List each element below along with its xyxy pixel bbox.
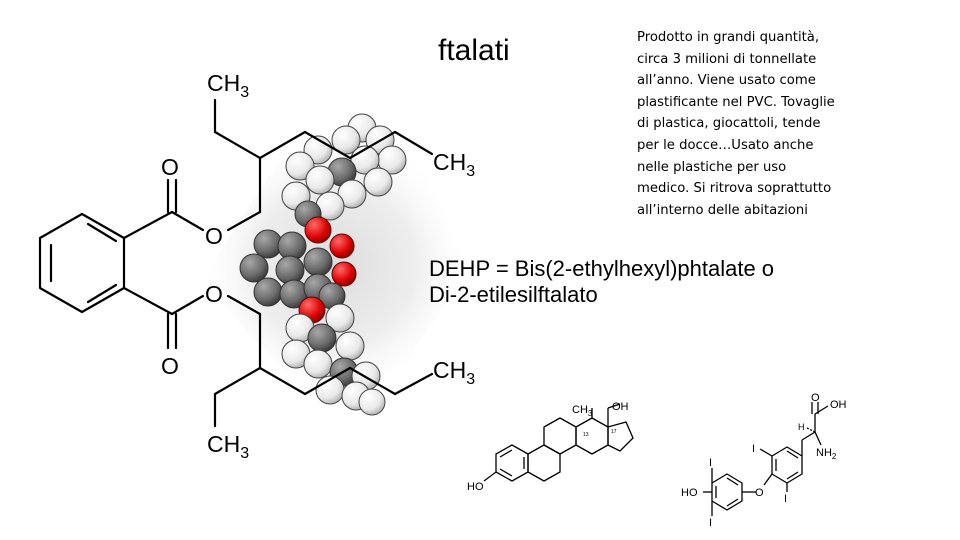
bond [303, 366, 352, 396]
hydrogen-label: H [798, 422, 805, 432]
ring-double-bond [86, 222, 118, 243]
slide-title: ftalati [438, 34, 510, 67]
oxygen-label: O [205, 281, 223, 307]
bond [258, 130, 307, 160]
ester-bond [170, 210, 205, 232]
bond [483, 471, 497, 482]
bond [258, 366, 307, 396]
ring-double-bond [726, 498, 739, 507]
hydrogen-atom [325, 303, 355, 333]
description-line: all’interno delle abitazioni [637, 202, 808, 218]
ho-label: HO [681, 487, 698, 499]
ring-double-bond [786, 471, 799, 480]
bond [393, 130, 434, 156]
ch3-label: CH3 [207, 431, 249, 462]
stereo-bond [806, 427, 816, 433]
description-line: circa 3 milioni di tonnellate [637, 51, 817, 67]
iodine-label: I [752, 443, 755, 455]
oxygen-atom [331, 261, 357, 287]
ring-double-bond [726, 477, 739, 486]
compound-name-line: Di-2-etilesilftalato [429, 282, 598, 307]
ring-e [607, 421, 634, 452]
description-line: di plastica, giocattoli, tende [637, 116, 821, 132]
oxygen-atom [329, 233, 355, 259]
hydrogen-atom [305, 165, 335, 195]
description-line: per le docce…Usato anche [637, 137, 814, 153]
bond [122, 210, 174, 240]
oh-label: OH [612, 401, 629, 413]
ring-double-bond [86, 283, 118, 304]
bond [759, 448, 773, 457]
oxygen-label: O [161, 154, 179, 180]
ring-double-bond [499, 468, 513, 477]
description-line: nelle plastiche per uso [637, 159, 787, 175]
bond [213, 366, 262, 396]
compound-name: DEHP = Bis(2-ethylhexyl)phtalate o Di-2-… [429, 256, 774, 308]
ch3-label: CH3 [433, 357, 475, 388]
bond [348, 366, 397, 396]
bond [303, 130, 352, 160]
bond [393, 372, 434, 396]
bond [607, 403, 621, 409]
compound-name-line: DEHP = Bis(2-ethylhexyl)phtalate o [429, 256, 775, 281]
description-line: plastificante nel PVC. Tovaglie [637, 94, 835, 110]
ch3-label: CH3 [433, 149, 475, 180]
hydrogen-atom [358, 388, 386, 416]
bond [801, 431, 816, 441]
ester-bond [170, 294, 205, 316]
description-line: Prodotto in grandi quantità, [637, 30, 820, 45]
bond [122, 286, 174, 316]
ring-double-bond [499, 449, 513, 458]
model-shadow [200, 130, 470, 400]
oxygen-label: O [205, 223, 223, 249]
carboxyl-oh-label: OH [830, 399, 847, 411]
bond [348, 130, 397, 160]
description-line: all’anno. Viene usato come [637, 73, 816, 89]
bond [226, 210, 262, 232]
hydrogen-atom [285, 151, 315, 181]
carbon-17-label: 17 [611, 429, 617, 435]
ring-double-bond [786, 450, 799, 459]
ho-label: HO [467, 481, 484, 493]
description-line: medico. Si ritrova soprattutto [637, 181, 832, 197]
carbon-atom [239, 253, 269, 283]
carbon-13-label: 13 [583, 432, 589, 438]
oxygen-atom [304, 216, 332, 244]
bond [226, 294, 262, 316]
carboxyl-oxygen-label: O [811, 392, 820, 404]
ch3-label: CH3 [207, 70, 249, 101]
hydrogen-atom [363, 167, 393, 197]
description-text: Prodotto in grandi quantità, circa 3 mil… [637, 27, 877, 221]
model-atoms [239, 113, 407, 416]
bond [763, 473, 773, 486]
iodine-label: I [709, 457, 712, 469]
oxygen-label: O [161, 353, 179, 379]
iodine-label: I [784, 493, 787, 505]
bond [814, 405, 829, 415]
bond [814, 431, 822, 446]
amine-label: NH2 [816, 447, 837, 461]
bond [213, 130, 262, 160]
iodine-label: I [709, 517, 712, 529]
ch3-label: CH3 [572, 404, 593, 418]
hydrogen-atom [331, 125, 361, 155]
oxygen-label: O [755, 487, 764, 499]
